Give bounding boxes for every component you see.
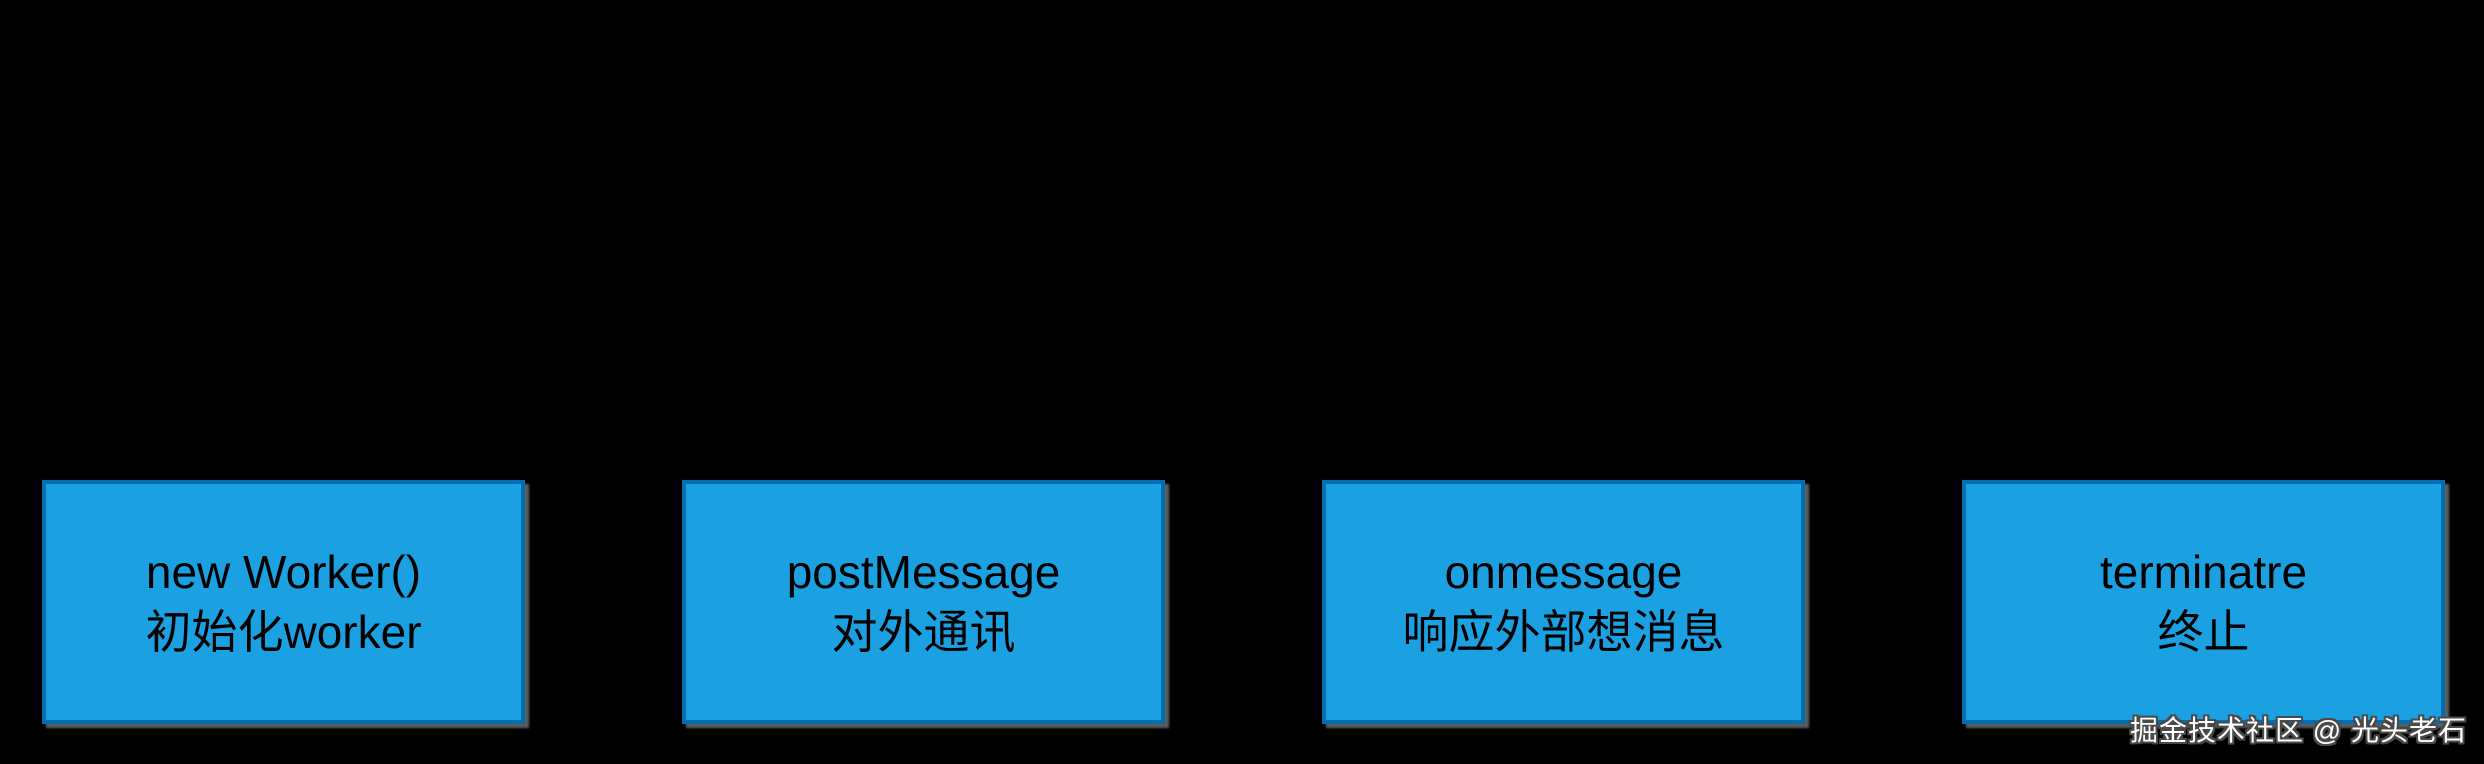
box-subtitle: 响应外部想消息 bbox=[1402, 606, 1725, 658]
box-subtitle: 初始化worker bbox=[145, 606, 422, 658]
box-subtitle: 终止 bbox=[2157, 606, 2250, 658]
box-new-worker: new Worker() 初始化worker bbox=[42, 480, 525, 724]
watermark: 掘金技术社区 @ 光头老石 bbox=[2130, 715, 2467, 746]
box-title: postMessage bbox=[786, 546, 1061, 598]
box-title: new Worker() bbox=[145, 546, 422, 598]
box-postmessage: postMessage 对外通讯 bbox=[682, 480, 1165, 724]
box-terminate: terminatre 终止 bbox=[1962, 480, 2445, 724]
box-onmessage: onmessage 响应外部想消息 bbox=[1322, 480, 1805, 724]
box-title: terminatre bbox=[2099, 546, 2308, 598]
box-title: onmessage bbox=[1444, 546, 1683, 598]
box-subtitle: 对外通讯 bbox=[831, 606, 1016, 658]
